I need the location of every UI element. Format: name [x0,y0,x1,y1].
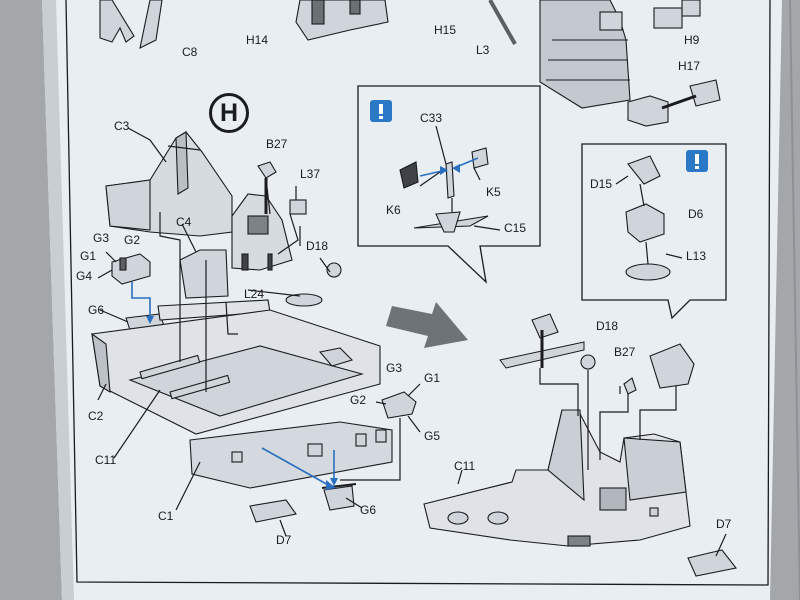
part-label-g2: G2 [350,393,367,407]
part-label-b27: B27 [266,137,288,151]
part-label-h9: H9 [684,33,700,47]
part-label-k5: K5 [486,185,501,199]
part-label-c3: C3 [114,119,130,133]
part-label-g6: G6 [360,503,377,517]
part-label-l24: L24 [244,287,265,301]
part-label-d18: D18 [306,239,329,253]
part-label-c4: C4 [176,215,192,229]
part-label-d15: D15 [590,177,613,191]
part-label-c15: C15 [504,221,527,235]
part-label-g1: G1 [80,249,97,263]
part-label-l3: L3 [476,43,490,57]
part-label-d6: D6 [688,207,704,221]
part-label-g4: G4 [76,269,93,283]
part-label-c8: C8 [182,45,198,59]
part-label-g6: G6 [88,303,105,317]
part-label-l37: L37 [300,167,321,181]
part-label-h14: H14 [246,33,269,47]
part-label-g3: G3 [386,361,403,375]
part-label-l13: L13 [686,249,707,263]
part-label-c11: C11 [454,459,476,473]
part-label-g1: G1 [424,371,441,385]
part-label-k6: K6 [386,203,401,217]
part-label-d18: D18 [596,319,619,333]
part-label-c11: C11 [95,453,117,467]
part-label-c33: C33 [420,111,443,125]
part-label-g3: G3 [93,231,110,245]
part-label-c1: C1 [158,509,174,523]
exclamation-note-icon [686,150,708,172]
direction-arrow [386,302,468,348]
part-label-d7: D7 [716,517,732,531]
part-label-g2: G2 [124,233,141,247]
part-label-g5: G5 [424,429,441,443]
part-label-h15: H15 [434,23,457,37]
part-label-c2: C2 [88,409,104,423]
part-label-d7: D7 [276,533,292,547]
step-h-marker: H [209,93,249,133]
part-label-h17: H17 [678,59,701,73]
exclamation-note-icon [370,100,392,122]
part-label-b27: B27 [614,345,636,359]
